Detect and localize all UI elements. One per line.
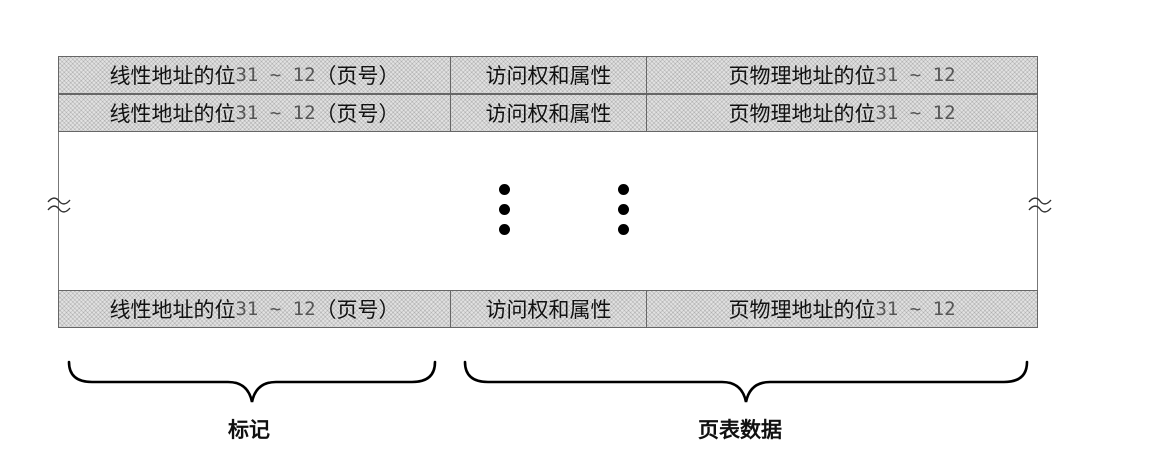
page-table-data-label: 页表数据 — [698, 418, 782, 442]
brace-page-table-data — [463, 360, 1029, 403]
ellipsis-dot — [499, 204, 510, 215]
break-wave-left — [47, 197, 71, 213]
access-attributes-cell: 访问权和属性 — [451, 95, 647, 131]
cell-suffix: （页号） — [315, 64, 400, 88]
cell-text: 访问权和属性 — [485, 298, 612, 322]
break-wave-right — [1028, 197, 1052, 213]
brace-tag — [67, 360, 437, 403]
omitted-rows-region — [58, 132, 1038, 290]
cell-suffix: （页号） — [315, 298, 400, 322]
bit-range: 31 ~ 12 — [235, 298, 316, 320]
access-attributes-cell: 访问权和属性 — [451, 291, 647, 327]
bit-range: 31 ~ 12 — [235, 102, 316, 124]
bit-range: 31 ~ 12 — [875, 64, 956, 86]
tag-label: 标记 — [228, 418, 270, 442]
cell-text: 页物理地址的位 — [728, 298, 876, 322]
cell-text: 访问权和属性 — [485, 64, 612, 88]
ellipsis-dot — [618, 204, 629, 215]
cell-text: 页物理地址的位 — [728, 102, 876, 126]
access-attributes-cell: 访问权和属性 — [451, 57, 647, 93]
ellipsis-dot — [499, 224, 510, 235]
cell-text: 页物理地址的位 — [728, 64, 876, 88]
cell-text: 线性地址的位 — [109, 298, 236, 322]
ellipsis-dot — [618, 224, 629, 235]
cell-text: 访问权和属性 — [485, 102, 612, 126]
ellipsis-dot — [499, 184, 510, 195]
ellipsis-dot — [618, 184, 629, 195]
bit-range: 31 ~ 12 — [875, 298, 956, 320]
cell-text: 线性地址的位 — [109, 102, 236, 126]
cell-text: 线性地址的位 — [109, 64, 236, 88]
cell-suffix: （页号） — [315, 102, 400, 126]
bit-range: 31 ~ 12 — [235, 64, 316, 86]
bit-range: 31 ~ 12 — [875, 102, 956, 124]
